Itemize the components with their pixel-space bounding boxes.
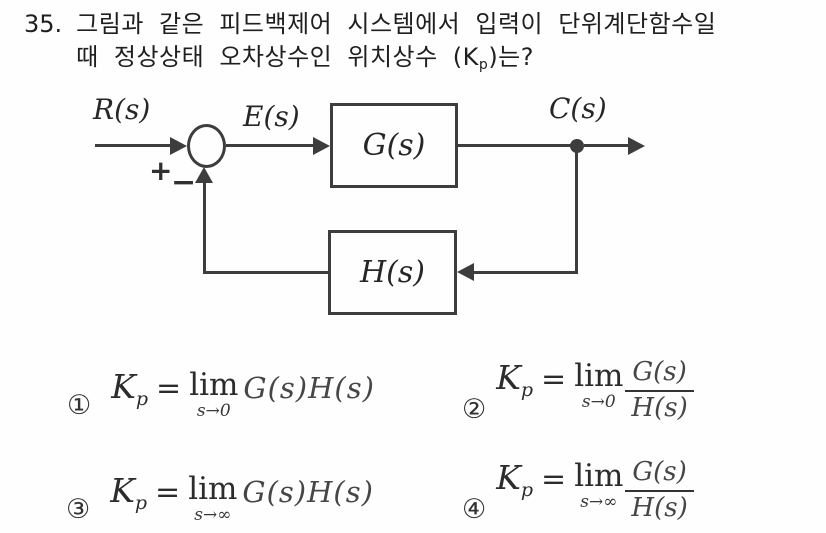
lim-word: lim [189,367,239,403]
question: 35. 그림과 같은 피드백제어 시스템에서 입력이 단위계단함수일 때 정상상… [24,8,776,82]
input-signal-label: R(s) [93,93,151,126]
option-1-marker[interactable]: ① [67,390,92,421]
lim-subscript: s→∞ [580,491,618,512]
lim-word: lim [188,471,238,507]
equals-sign: = [156,371,182,406]
fraction-numerator: G(s) [625,357,694,392]
kp-subscript: p [478,57,489,73]
equals-sign: = [541,361,567,397]
input-wire [95,144,172,147]
feedback-wire-left [206,271,328,274]
minus-sign: − [171,165,197,200]
transfer-fraction: G(s)H(s) [625,357,694,424]
output-wire-2 [584,144,629,147]
option-4-marker[interactable]: ④ [462,493,487,525]
equals-sign: = [155,475,181,510]
fraction-denominator: H(s) [631,492,688,523]
question-line-2-post: )는? [488,43,534,71]
transfer-fraction: G(s)H(s) [625,457,694,524]
summing-junction [187,124,226,168]
lim-subscript: s→0 [581,391,616,412]
fraction-numerator: G(s) [625,457,694,492]
lim-word: lim [574,457,624,494]
kp-symbol: K [462,43,479,71]
option-2-marker[interactable]: ② [462,393,487,425]
question-line-1: 그림과 같은 피드백제어 시스템에서 입력이 단위계단함수일 [76,10,717,38]
arrow-up-icon [195,167,213,183]
kp-subscript: p [135,388,149,410]
kp-symbol: K [496,357,521,397]
question-number: 35. [24,10,63,38]
arrow-right-icon [313,137,330,155]
kp-symbol: K [496,457,521,497]
lim-subscript: s→∞ [194,505,232,525]
kp-subscript: p [520,478,534,501]
feedback-block: H(s) [328,230,457,315]
feedback-wire-right [474,271,577,274]
arrow-right-icon [170,137,187,155]
feedback-wire-down [575,146,578,274]
lim-word: lim [574,357,624,394]
option-3-marker[interactable]: ③ [66,494,91,525]
question-text: 그림과 같은 피드백제어 시스템에서 입력이 단위계단함수일 때 정상상태 오차… [76,8,776,82]
transfer-product: G(s)H(s) [242,475,374,509]
question-line-2: 때 정상상태 오차상수인 위치상수 (Kp)는? [76,41,776,82]
forward-block: G(s) [330,103,458,188]
kp-symbol: K [110,471,135,510]
fraction-denominator: H(s) [631,392,688,423]
equals-sign: = [541,461,567,497]
feedback-block-label: H(s) [360,255,425,290]
output-signal-label: C(s) [549,92,607,125]
error-signal-label: E(s) [243,100,300,133]
kp-symbol: K [111,367,136,406]
transfer-product: G(s)H(s) [243,371,375,405]
kp-subscript: p [520,378,534,401]
forward-block-label: G(s) [362,128,426,163]
arrow-right-icon [628,137,645,155]
error-wire [226,144,315,147]
feedback-wire-up [203,182,206,274]
question-line-2-pre: 때 정상상태 오차상수인 위치상수 ( [76,43,463,71]
lim-subscript: s→0 [196,401,231,421]
kp-subscript: p [134,492,148,514]
arrow-left-icon [457,263,474,281]
plus-sign: + [149,154,173,187]
output-wire [458,144,573,147]
